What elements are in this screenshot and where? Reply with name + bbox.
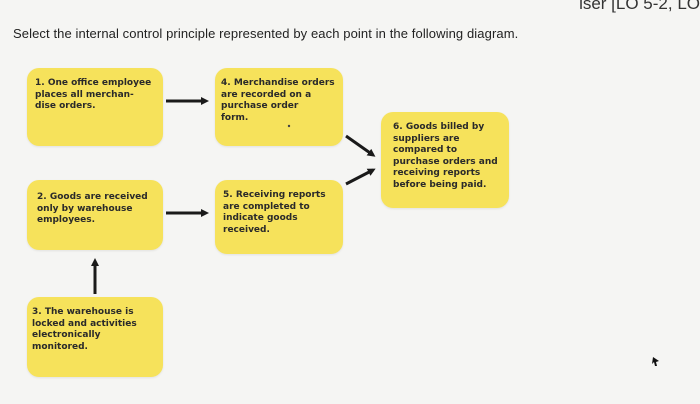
mouse-cursor-icon [652,357,659,366]
diagram-box-4-text: 4. Merchandise orders are recorded on a … [221,78,335,123]
diagram-box-5: 5. Receiving reports are completed to in… [215,180,343,254]
diagram-box-6: 6. Goods billed by suppliers are compare… [381,112,509,208]
diagram-box-1-text: 1. One office employee places all mercha… [35,78,152,111]
arrow-4-to-6 [345,134,376,157]
question-prompt: Select the internal control principle re… [13,26,519,41]
diagram-box-2: 2. Goods are received only by warehouse … [27,180,163,250]
diagram-box-5-text: 5. Receiving reports are completed to in… [223,190,326,235]
arrow-5-to-6 [345,168,376,186]
diagram-box-3: 3. The warehouse is locked and activitie… [27,297,163,377]
diagram-box-3-text: 3. The warehouse is locked and activitie… [32,307,137,352]
diagram-box-4: 4. Merchandise orders are recorded on a … [215,68,343,146]
header-fragment: iser [LO 5-2, LO [579,0,700,13]
diagram-box-2-text: 2. Goods are received only by warehouse … [37,192,148,225]
diagram-box-1: 1. One office employee places all mercha… [27,68,163,146]
diagram-box-6-text: 6. Goods billed by suppliers are compare… [393,122,498,190]
